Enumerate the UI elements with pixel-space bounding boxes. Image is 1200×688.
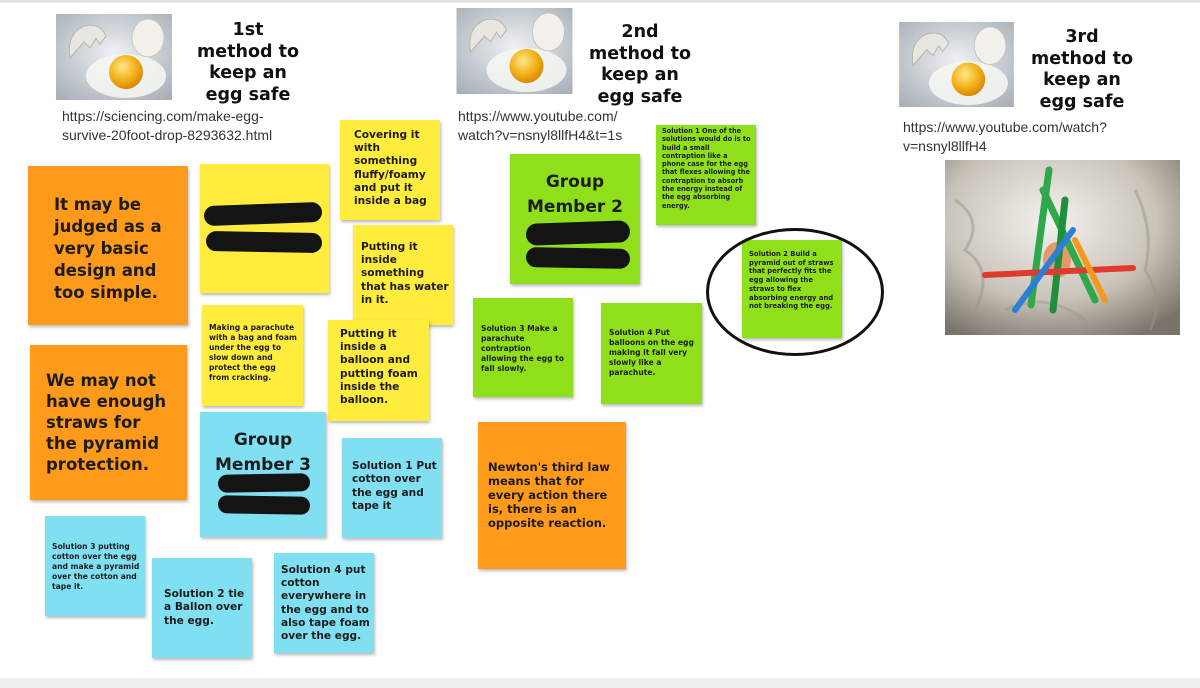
- egg-photo-2: [456, 8, 573, 94]
- method-3-url[interactable]: https://www.youtube.com/watch? v=nsnyl8l…: [903, 119, 1107, 154]
- redaction-scribble: [217, 473, 311, 493]
- egg-photo-3: [898, 22, 1015, 107]
- method-3-heading: 3rd method to keep an egg safe: [1031, 27, 1133, 112]
- bottom-toolbar: [0, 678, 1200, 688]
- note-blue-solution-4[interactable]: Solution 4 put cotton everywhere in the …: [274, 553, 374, 653]
- egg-photo-1: [56, 14, 172, 100]
- top-border: [0, 0, 1200, 3]
- redaction-scribble: [525, 247, 631, 269]
- note-balloon-foam[interactable]: Putting it inside a balloon and putting …: [328, 320, 429, 421]
- method-2-url[interactable]: https://www.youtube.com/ watch?v=nsnyl8l…: [458, 108, 623, 143]
- redaction-scribble: [203, 201, 323, 227]
- method-1-url[interactable]: https://sciencing.com/make-egg- survive-…: [62, 108, 273, 143]
- note-water[interactable]: Putting it inside something that has wat…: [353, 225, 453, 325]
- redaction-scribble: [525, 220, 631, 246]
- group-member-2-label: Group Member 2: [527, 172, 623, 217]
- method-1-heading: 1st method to keep an egg safe: [197, 20, 299, 105]
- note-yellow-redacted[interactable]: [200, 164, 329, 293]
- note-blue-solution-1[interactable]: Solution 1 Put cotton over the egg and t…: [342, 438, 442, 538]
- note-not-enough-straws[interactable]: We may not have enough straws for the py…: [30, 345, 187, 500]
- note-group-member-3[interactable]: Group Member 3: [200, 412, 326, 537]
- note-solution-4-balloons[interactable]: Solution 4 Put balloons on the egg makin…: [601, 303, 702, 404]
- note-parachute-bag[interactable]: Making a parachute with a bag and foam u…: [202, 305, 303, 406]
- circle-annotation: [706, 228, 884, 356]
- redaction-scribble: [205, 230, 323, 254]
- note-basic-design[interactable]: It may be judged as a very basic design …: [28, 166, 188, 325]
- method-2-heading: 2nd method to keep an egg safe: [589, 22, 691, 107]
- straw-pyramid-photo: [945, 160, 1180, 335]
- note-blue-solution-3[interactable]: Solution 3 putting cotton over the egg a…: [45, 516, 145, 616]
- note-solution-1-phone-case[interactable]: Solution 1 One of the solutions would do…: [656, 125, 756, 225]
- note-blue-solution-2[interactable]: Solution 2 tie a Ballon over the egg.: [152, 558, 252, 658]
- group-member-3-label: Group Member 3: [215, 430, 311, 475]
- note-group-member-2[interactable]: Group Member 2: [510, 154, 640, 284]
- redaction-scribble: [217, 495, 311, 515]
- note-newtons-third-law[interactable]: Newton's third law means that for every …: [478, 422, 626, 569]
- note-fluffy-bag[interactable]: Covering it with something fluffy/foamy …: [340, 120, 440, 220]
- note-solution-3-parachute[interactable]: Solution 3 Make a parachute contraption …: [473, 298, 573, 397]
